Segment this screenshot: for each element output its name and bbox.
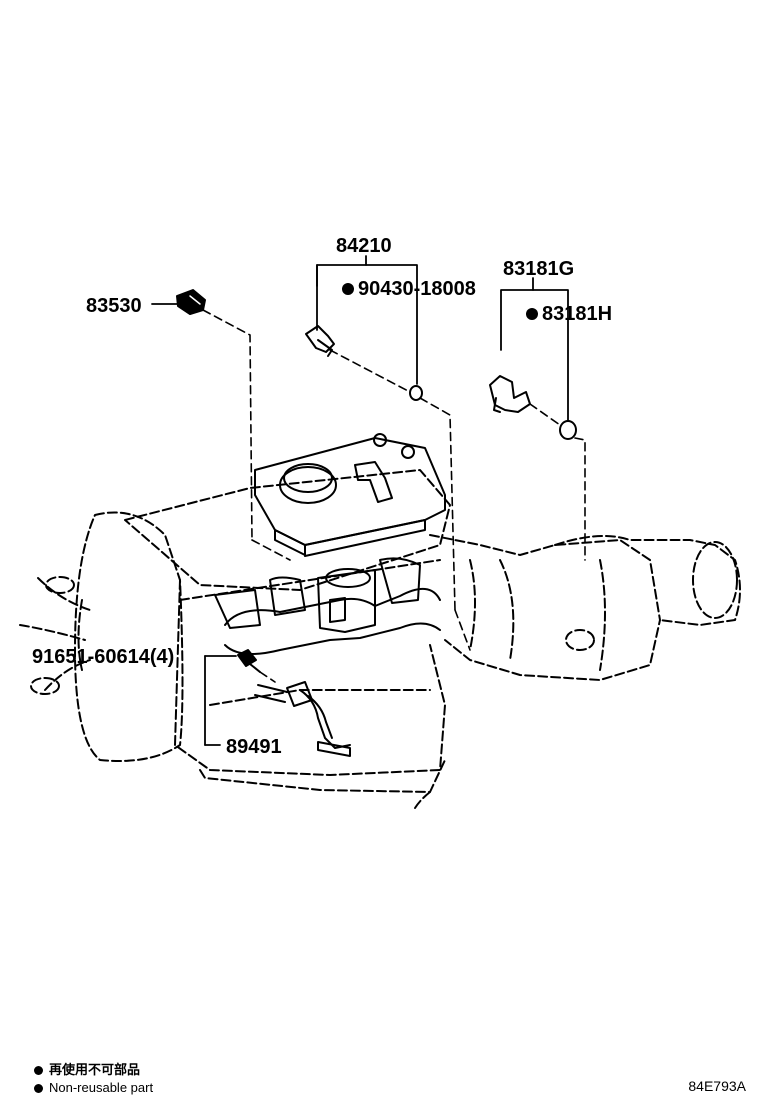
bullet-icon [34,1066,43,1075]
part-83181h-gasket [559,420,577,440]
legend-text-jp: 再使用不可部品 [49,1063,141,1078]
label-83530: 83530 [86,295,142,317]
label-89491: 89491 [226,736,282,758]
cooling-fan [19,576,91,695]
part-84210-switch [305,325,335,357]
label-91651-60614: 91651-60614(4) [32,646,174,668]
legend-text-en: Non-reusable part [49,1080,154,1095]
part-90430-gasket [409,385,423,401]
label-83181g: 83181G [503,258,574,280]
non-reusable-marker [342,283,354,295]
carburetor-base [317,568,376,633]
leader-lines [151,255,569,746]
illustration-code: 84E793A [688,1078,746,1094]
part-labels: 84210 90430-18008 83181G 83181H 83530 91… [32,235,612,758]
non-reusable-marker [526,308,538,320]
transmission-outline [429,534,741,681]
label-83181h: 83181H [542,303,612,325]
label-90430-18008: 90430-18008 [358,278,476,300]
valve-cover [254,433,446,557]
part-91651-bolt [237,649,261,673]
legend-english: Non-reusable part [34,1080,153,1096]
legend-japanese: 再使用不可部品 [34,1063,140,1079]
reference-lines [202,309,586,683]
intake-manifold [214,557,441,655]
part-83530-sender [176,289,206,315]
bullet-icon [34,1084,43,1094]
part-83181g-switch [489,375,531,413]
label-84210: 84210 [336,235,392,257]
part-89491-sensor [254,681,351,757]
